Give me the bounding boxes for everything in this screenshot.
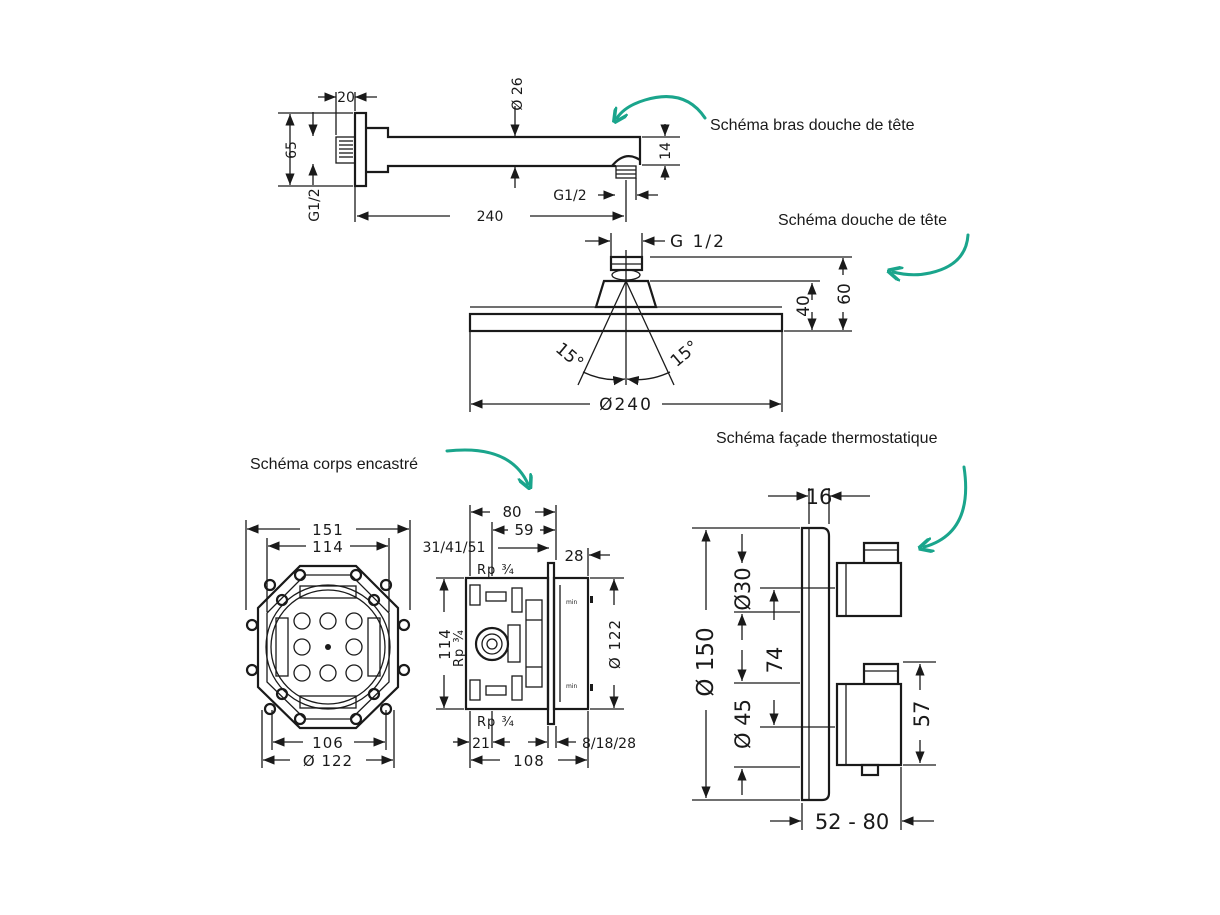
arm-dim-14: 14 [658, 142, 674, 160]
body-dim-106: 106 [312, 734, 344, 752]
arrow-facade-icon [924, 465, 968, 547]
body-dim-59: 59 [514, 521, 533, 539]
head-dim-g12: G 1/2 [670, 232, 726, 252]
body-front-drawing [245, 520, 411, 768]
caption-arm: Schéma bras douche de tête [710, 117, 915, 134]
body-dim-80: 80 [502, 503, 521, 521]
facade-dim-5280: 52 - 80 [815, 810, 889, 834]
facade-dim-30: Ø30 [731, 567, 755, 610]
body-dim-108: 108 [513, 752, 545, 770]
arm-dim-20: 20 [337, 90, 355, 106]
body-dim-151: 151 [312, 521, 344, 539]
head-dim-40: 40 [794, 295, 814, 317]
arrow-body-icon [445, 448, 528, 484]
svg-text:min: min [566, 683, 578, 690]
caption-body: Schéma corps encastré [250, 456, 418, 473]
caption-facade: Schéma façade thermostatique [716, 430, 938, 447]
arm-dim-26: Ø 26 [510, 77, 526, 110]
head-dim-60: 60 [835, 283, 855, 305]
arm-dim-65: 65 [284, 141, 300, 159]
body-rp-bot: Rp ¾ [477, 715, 515, 730]
body-dim-122v: Ø 122 [606, 619, 624, 669]
shower-head-drawing [468, 233, 852, 412]
head-angle-left: 15° [551, 339, 587, 374]
facade-dim-74: 74 [763, 647, 787, 674]
svg-text:min: min [566, 599, 578, 606]
head-dim-240: Ø240 [599, 395, 653, 415]
facade-dim-57: 57 [910, 701, 934, 728]
arm-dim-g12-left: G1/2 [307, 188, 323, 221]
arm-dim-240: 240 [477, 209, 504, 225]
head-angle-right: 15° [667, 337, 703, 372]
body-dim-81828: 8/18/28 [582, 736, 636, 752]
body-dim-28: 28 [564, 547, 583, 565]
body-dim-21: 21 [472, 736, 490, 752]
arrow-head-icon [893, 233, 970, 275]
body-dim-114v: 114 [436, 628, 454, 660]
facade-dim-16: 16 [806, 485, 833, 509]
body-rp-mid: Rp ¾ [452, 629, 467, 667]
arrow-arm-icon [617, 95, 707, 118]
body-dim-314151: 31/41/51 [423, 540, 486, 556]
body-dim-122: Ø 122 [303, 752, 353, 770]
shower-arm-drawing [278, 92, 680, 222]
facade-dim-45: Ø 45 [731, 699, 755, 749]
facade-dim-150: Ø 150 [693, 627, 719, 696]
caption-head: Schéma douche de tête [778, 212, 947, 229]
arm-dim-g12-right: G1/2 [553, 188, 586, 204]
facade-drawing [692, 488, 936, 830]
body-rp-top: Rp ¾ [477, 563, 515, 578]
body-side-drawing: min min [436, 505, 624, 768]
body-dim-114: 114 [312, 538, 344, 556]
